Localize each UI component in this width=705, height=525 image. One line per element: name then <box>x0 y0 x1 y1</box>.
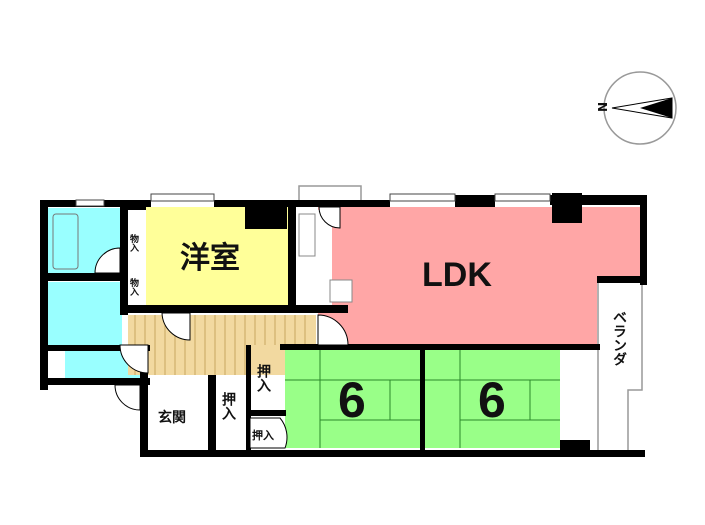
tatami-room-2 <box>425 350 560 448</box>
balcony-label: ベランダ <box>611 310 627 366</box>
room-label-entrance: 玄関 <box>158 410 186 426</box>
storage-label-2: 物入 <box>128 278 138 296</box>
compass-north-label: N <box>596 101 611 113</box>
washroom <box>48 282 122 345</box>
ldk-room <box>318 207 640 345</box>
tatami-room-1 <box>285 350 420 448</box>
closet-label-3: 押入 <box>252 429 274 442</box>
door-swings <box>94 206 349 449</box>
room-label-western: 洋室 <box>180 242 240 275</box>
closet-label-1: 押入 <box>255 364 271 392</box>
balcony-outline <box>597 279 643 456</box>
room-label-tatami-2: 6 <box>478 372 506 428</box>
storage-label-1: 物入 <box>128 234 138 252</box>
room-label-tatami-1: 6 <box>338 372 366 428</box>
compass-icon <box>603 71 677 145</box>
closet-label-2: 押入 <box>220 392 236 420</box>
room-label-ldk: LDK <box>422 256 492 294</box>
walls <box>40 195 647 457</box>
windows <box>75 193 551 207</box>
stove <box>329 279 353 303</box>
